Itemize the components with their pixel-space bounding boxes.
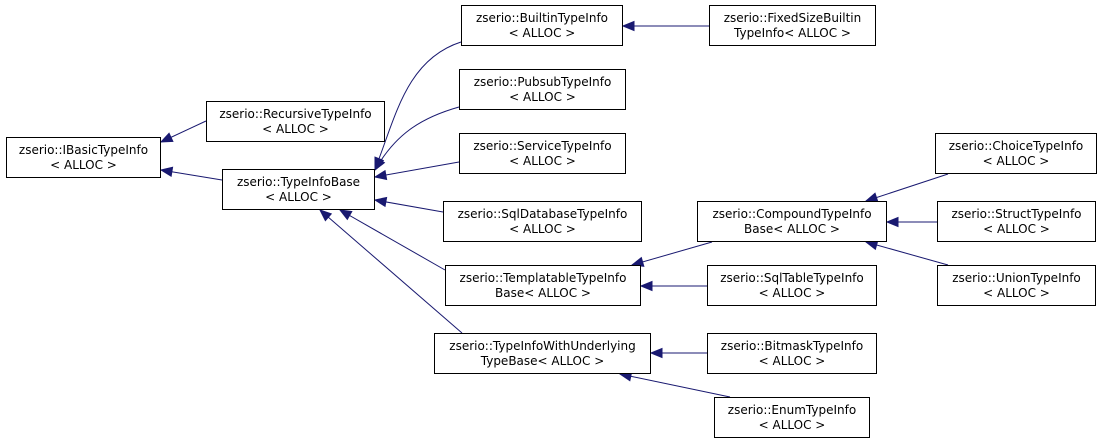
- node-label-line2: TypeBase< ALLOC >: [480, 353, 605, 368]
- node-label-line2: < ALLOC >: [509, 89, 576, 104]
- node-fixed-size-builtin-type-info[interactable]: zserio::FixedSizeBuiltin TypeInfo< ALLOC…: [709, 5, 876, 46]
- node-recursive-type-info[interactable]: zserio::RecursiveTypeInfo < ALLOC >: [206, 101, 385, 142]
- edge-sqldatabase-to-typeinfobase: [374, 199, 444, 213]
- node-label-line2: Base< ALLOC >: [744, 221, 840, 236]
- arrowhead-service-to-typeinfobase: [373, 169, 388, 181]
- node-label-line2: < ALLOC >: [265, 189, 332, 204]
- node-union-type-info[interactable]: zserio::UnionTypeInfo < ALLOC >: [937, 265, 1096, 306]
- node-enum-type-info[interactable]: zserio::EnumTypeInfo < ALLOC >: [714, 397, 870, 438]
- node-label-line1: zserio::PubsubTypeInfo: [473, 74, 612, 89]
- node-builtin-type-info[interactable]: zserio::BuiltinTypeInfo < ALLOC >: [461, 5, 623, 46]
- node-templatable-type-info-base[interactable]: zserio::TemplatableTypeInfo Base< ALLOC …: [445, 265, 641, 306]
- node-bitmask-type-info[interactable]: zserio::BitmaskTypeInfo < ALLOC >: [707, 333, 877, 374]
- edge-service-to-typeinfobase: [374, 161, 460, 178]
- node-label-line1: zserio::ChoiceTypeInfo: [948, 138, 1084, 153]
- node-label-line1: zserio::BitmaskTypeInfo: [720, 338, 864, 353]
- node-label-line2: < ALLOC >: [758, 417, 826, 432]
- node-label-line1: zserio::UnionTypeInfo: [952, 270, 1081, 285]
- arrowhead-struct-to-compound: [885, 216, 899, 228]
- node-label-line1: zserio::IBasicTypeInfo: [18, 142, 149, 157]
- node-label-line1: zserio::ServiceTypeInfo: [473, 138, 612, 153]
- node-label-line1: zserio::BuiltinTypeInfo: [475, 10, 609, 25]
- node-label-line1: zserio::TypeInfoWithUnderlying: [449, 338, 636, 353]
- node-label-line1: zserio::FixedSizeBuiltin: [723, 10, 862, 25]
- node-choice-type-info[interactable]: zserio::ChoiceTypeInfo < ALLOC >: [935, 133, 1097, 174]
- node-label-line2: < ALLOC >: [758, 285, 826, 300]
- node-label-line1: zserio::SqlTableTypeInfo: [720, 270, 864, 285]
- node-label-line2: < ALLOC >: [509, 153, 576, 168]
- node-label-line1: zserio::RecursiveTypeInfo: [219, 106, 372, 121]
- node-pubsub-type-info[interactable]: zserio::PubsubTypeInfo < ALLOC >: [459, 69, 626, 110]
- edge-choice-to-compound: [865, 173, 949, 202]
- node-label-line1: zserio::CompoundTypeInfo: [712, 206, 872, 221]
- node-service-type-info[interactable]: zserio::ServiceTypeInfo < ALLOC >: [459, 133, 626, 174]
- node-label-line2: < ALLOC >: [983, 221, 1050, 236]
- arrowhead-typeinfobase-to-ibasic: [159, 166, 174, 178]
- arrowhead-sqltable-to-templatable: [639, 280, 653, 292]
- node-struct-type-info[interactable]: zserio::StructTypeInfo < ALLOC >: [937, 201, 1096, 242]
- arrowhead-recursive-to-ibasic: [159, 132, 174, 143]
- node-label-line1: zserio::SqlDatabaseTypeInfo: [457, 206, 628, 221]
- node-label-line2: < ALLOC >: [758, 353, 826, 368]
- node-label-line2: < ALLOC >: [50, 157, 117, 172]
- arrowhead-sqldatabase-to-typeinfobase: [373, 196, 388, 208]
- edge-pubsub-to-typeinfobase: [374, 106, 460, 171]
- node-sql-table-type-info[interactable]: zserio::SqlTableTypeInfo < ALLOC >: [707, 265, 877, 306]
- arrowhead-fixedsize-to-builtin: [621, 20, 635, 32]
- arrowhead-pubsub-to-typeinfobase: [374, 157, 386, 172]
- edge-builtin-to-typeinfobase: [374, 41, 462, 170]
- node-compound-type-info-base[interactable]: zserio::CompoundTypeInfo Base< ALLOC >: [697, 201, 887, 242]
- node-label-line2: < ALLOC >: [262, 121, 329, 136]
- arrowhead-bitmask-to-underlying: [649, 347, 663, 359]
- node-label-line2: < ALLOC >: [982, 153, 1050, 168]
- node-ibasic-type-info[interactable]: zserio::IBasicTypeInfo < ALLOC >: [6, 137, 161, 178]
- node-type-info-base[interactable]: zserio::TypeInfoBase < ALLOC >: [222, 169, 375, 210]
- node-label-line2: TypeInfo< ALLOC >: [734, 25, 851, 40]
- node-label-line2: < ALLOC >: [509, 221, 576, 236]
- node-label-line1: zserio::TemplatableTypeInfo: [459, 270, 627, 285]
- node-type-info-with-underlying-type-base[interactable]: zserio::TypeInfoWithUnderlying TypeBase<…: [434, 333, 651, 374]
- node-label-line1: zserio::TypeInfoBase: [236, 174, 361, 189]
- node-label-line2: < ALLOC >: [508, 25, 576, 40]
- arrowhead-underlying-to-typeinfobase: [319, 209, 333, 222]
- edge-compound-to-templatable: [631, 241, 713, 266]
- edge-underlying-to-typeinfobase: [319, 209, 463, 334]
- node-sql-database-type-info[interactable]: zserio::SqlDatabaseTypeInfo < ALLOC >: [443, 201, 642, 242]
- node-label-line2: Base< ALLOC >: [495, 285, 591, 300]
- node-label-line2: < ALLOC >: [983, 285, 1050, 300]
- edge-enum-to-underlying: [619, 373, 731, 398]
- node-label-line1: zserio::EnumTypeInfo: [727, 402, 857, 417]
- arrowhead-templatable-to-typeinfobase: [338, 209, 353, 221]
- node-label-line1: zserio::StructTypeInfo: [951, 206, 1082, 221]
- edge-templatable-to-typeinfobase: [339, 209, 446, 271]
- edge-union-to-compound: [865, 241, 949, 266]
